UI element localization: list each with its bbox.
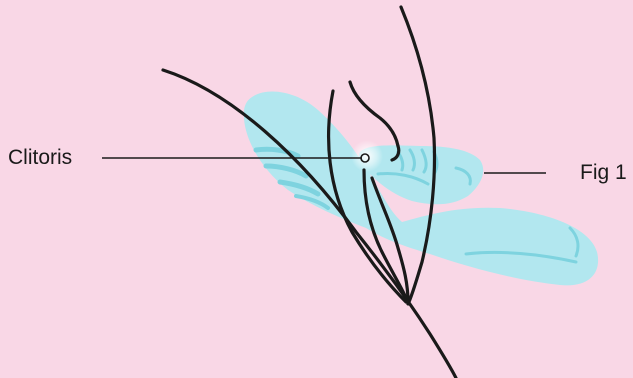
inner-labia-left-inner: [350, 82, 398, 146]
clitoris-label: Clitoris: [8, 147, 72, 168]
figure-label: Fig 1: [580, 162, 627, 183]
clitoris-glow: [351, 140, 383, 172]
vibrator-illustration: [244, 91, 598, 285]
